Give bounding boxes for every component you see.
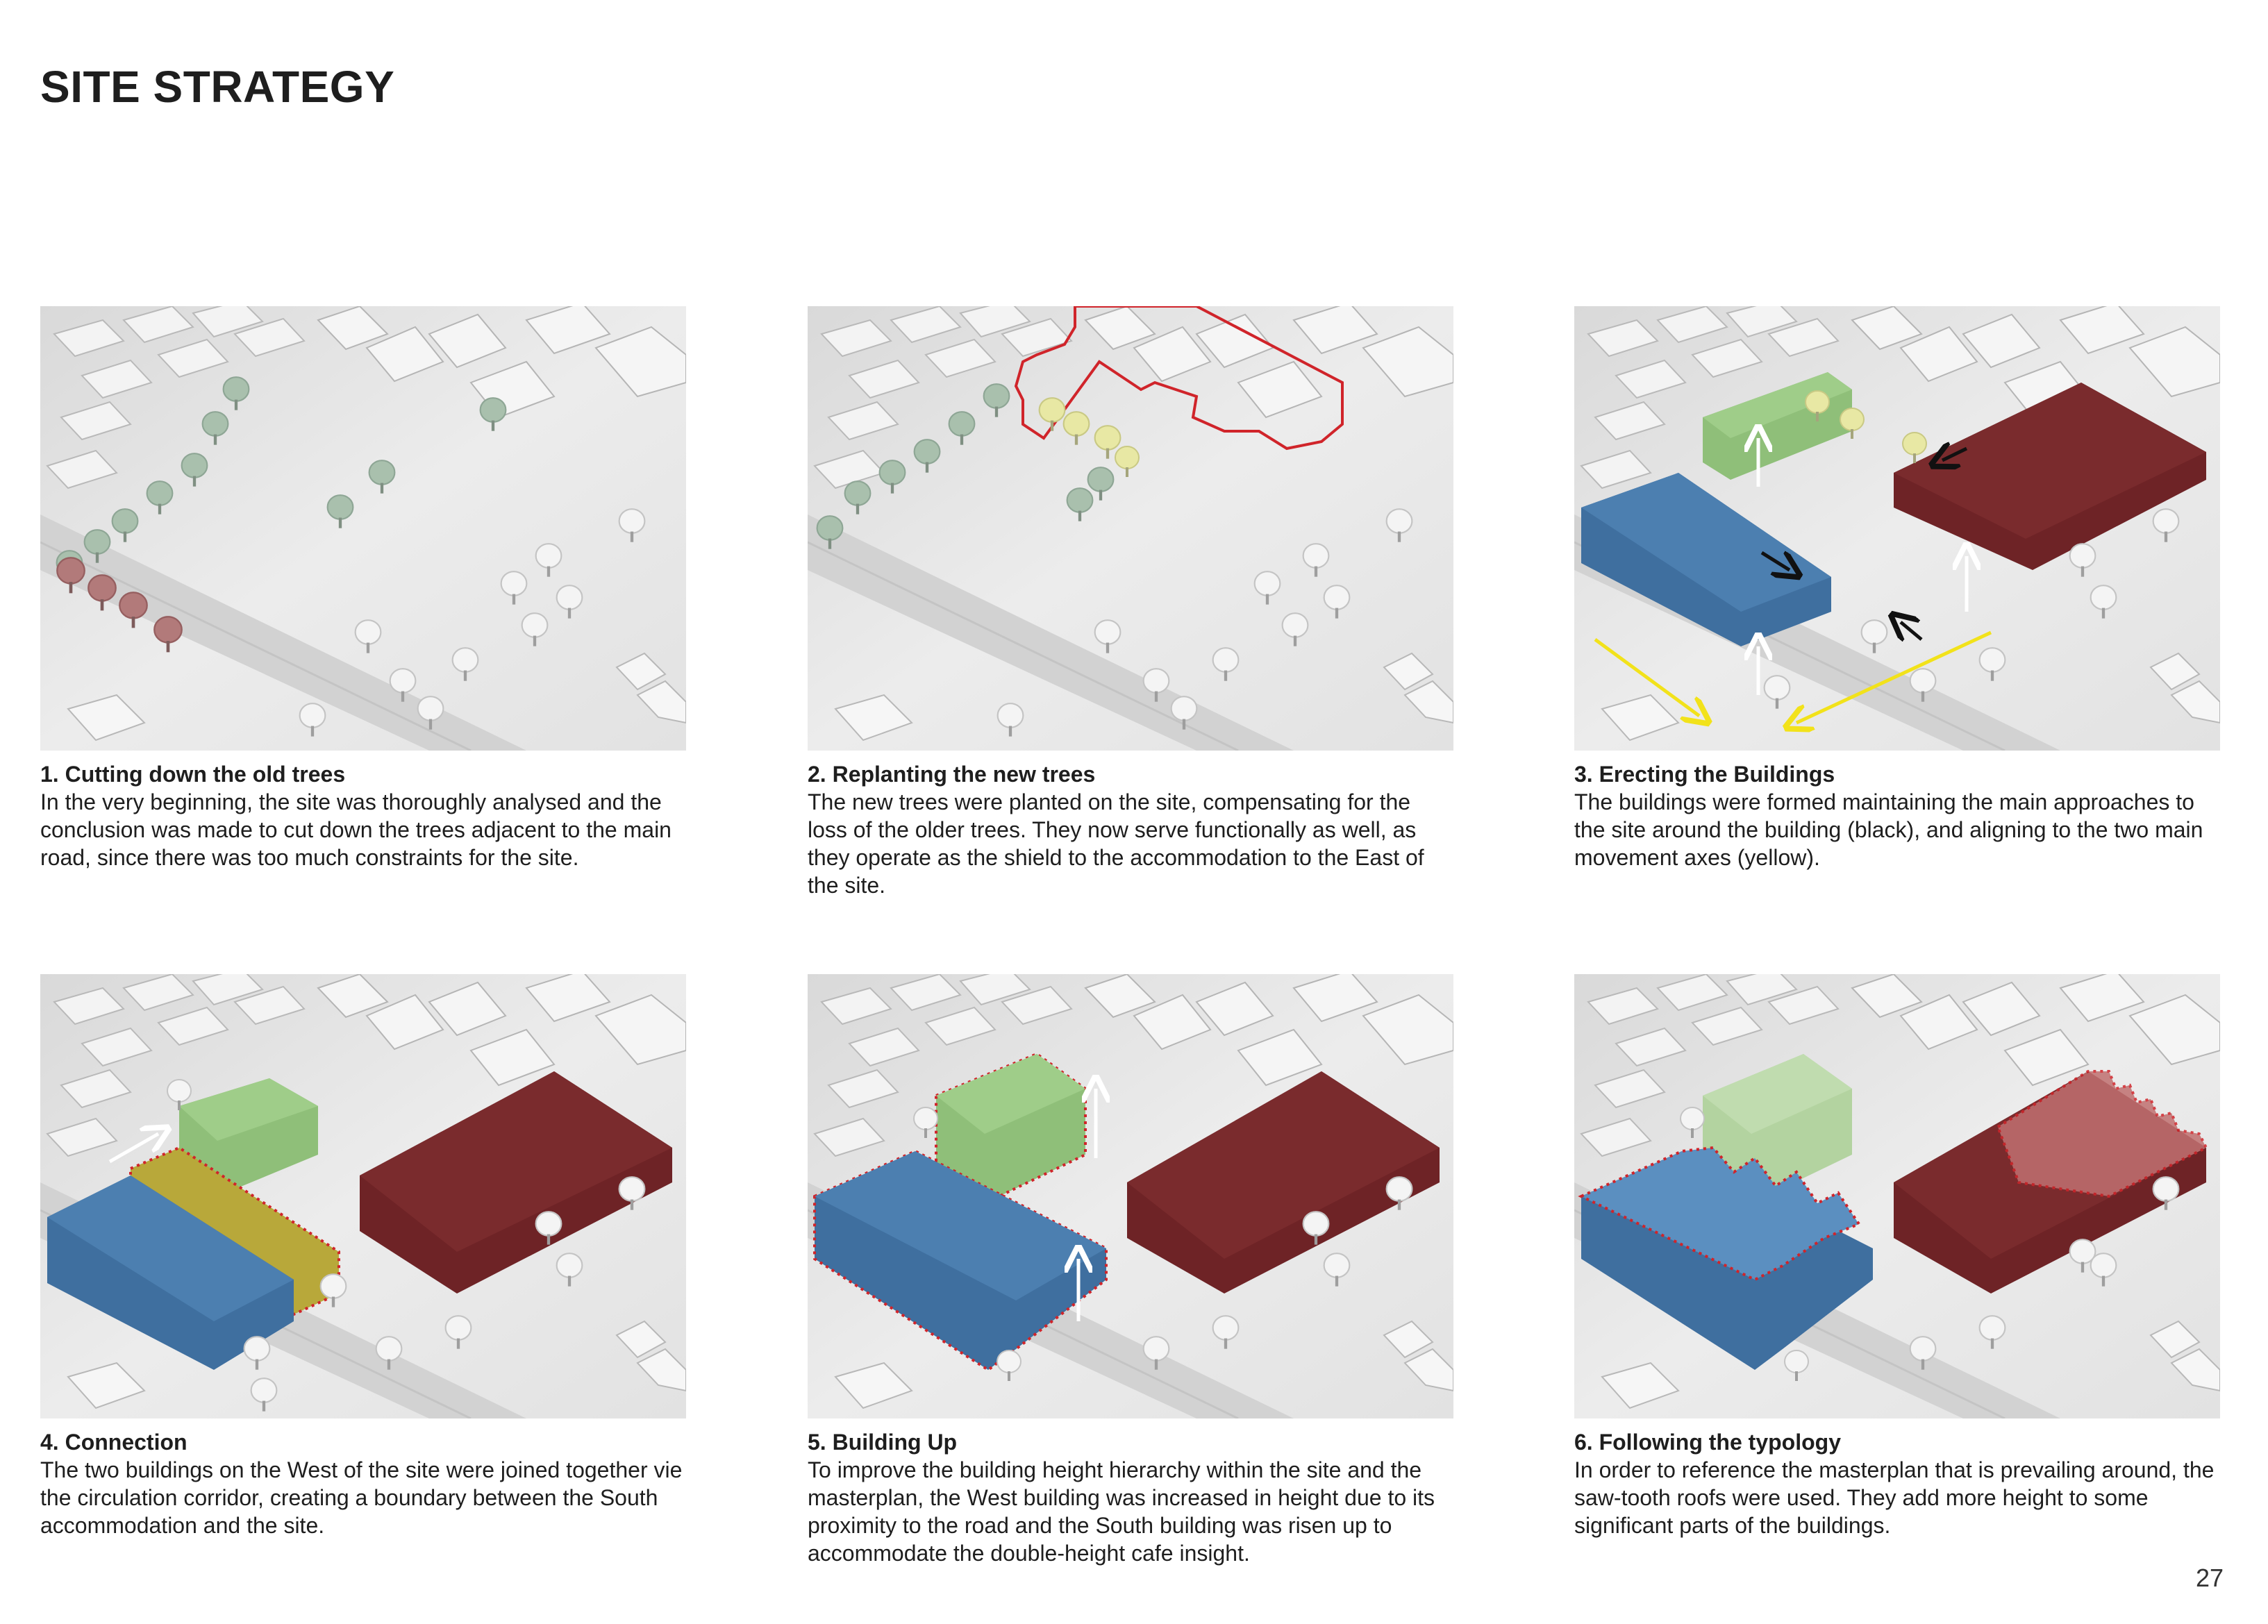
step-panel-3: 3. Erecting the Buildings The buildings … (1574, 306, 2220, 871)
west-building-blue-raised (813, 1149, 1108, 1372)
step-panel-6: 6. Following the typology In order to re… (1574, 974, 2220, 1539)
south-building-red (1894, 383, 2206, 570)
page-title: SITE STRATEGY (40, 62, 395, 112)
step-5-description: To improve the building height hierarchy… (808, 1457, 1435, 1566)
step-5-title: 5. Building Up (808, 1430, 958, 1455)
step-4-diagram (40, 974, 686, 1418)
step-1-description: In the very beginning, the site was thor… (40, 789, 672, 870)
step-panel-2: 2. Replanting the new trees The new tree… (808, 306, 1453, 899)
step-1-title: 1. Cutting down the old trees (40, 762, 346, 787)
north-building-green-raised (935, 1052, 1087, 1205)
north-building-green (179, 1078, 318, 1196)
step-panel-4: 4. Connection The two buildings on the W… (40, 974, 686, 1539)
step-2-description: The new trees were planted on the site, … (808, 789, 1424, 898)
south-building-red (1127, 1071, 1440, 1294)
south-building-sawtooth-highlight (1996, 1070, 2208, 1198)
step-3-diagram (1574, 306, 2220, 751)
north-building-green (1703, 1054, 1852, 1203)
west-building-blue (47, 1175, 294, 1370)
page-number: 27 (2195, 1564, 2224, 1592)
step-3-description: The buildings were formed maintaining th… (1574, 789, 2203, 870)
step-1-diagram (40, 306, 686, 751)
step-2-title: 2. Replanting the new trees (808, 762, 1096, 787)
connection-arrow (108, 1134, 158, 1164)
south-building-red (360, 1071, 672, 1294)
step-3-title: 3. Erecting the Buildings (1574, 762, 1835, 787)
west-building-blue (1581, 473, 1831, 646)
west-building-blue-sawtooth (1578, 1146, 1873, 1370)
step-6-title: 6. Following the typology (1574, 1430, 1841, 1455)
step-5-diagram (808, 974, 1453, 1418)
step-6-diagram (1574, 974, 2220, 1418)
approach-arrows (1594, 438, 1992, 723)
accommodation-outline (1014, 306, 1344, 451)
step-4-title: 4. Connection (40, 1430, 187, 1455)
step-4-description: The two buildings on the West of the sit… (40, 1457, 683, 1538)
step-6-description: In order to reference the masterplan tha… (1574, 1457, 2215, 1538)
step-panel-1: 1. Cutting down the old trees In the ver… (40, 306, 686, 871)
step-panel-5: 5. Building Up To improve the building h… (808, 974, 1453, 1567)
step-2-diagram (808, 306, 1453, 751)
